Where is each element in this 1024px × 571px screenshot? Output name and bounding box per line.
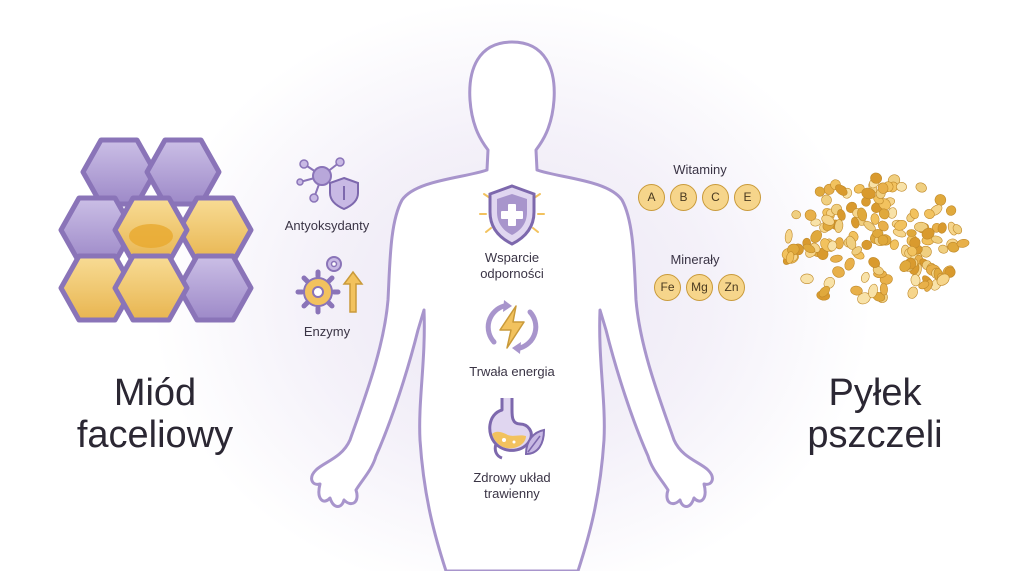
pollen-granule <box>947 241 960 253</box>
pollen-granule <box>818 285 830 298</box>
pollen-granule <box>832 266 845 278</box>
pollen-granule <box>868 283 878 299</box>
pollen-granule <box>938 244 949 254</box>
pollen-granule <box>909 208 919 219</box>
left-product-line1: Miód <box>113 372 197 414</box>
minerals-label: Minerały <box>670 252 720 267</box>
benefit-enzymes-label: Enzymy <box>303 324 351 339</box>
pollen-granule <box>804 209 817 221</box>
pollen-granule <box>851 217 860 229</box>
pollen-granule <box>945 205 957 216</box>
stomach-leaf-icon <box>488 398 546 460</box>
benefit-immunity-line1: Wsparcie <box>484 250 540 265</box>
pollen-granule <box>827 240 838 252</box>
pollen-granule <box>872 266 884 276</box>
pollen-granule <box>877 220 889 232</box>
pollen-granule <box>956 239 970 248</box>
pollen-granule <box>861 187 876 200</box>
pollen-granule <box>861 239 873 250</box>
pollen-granule <box>810 218 821 227</box>
pollen-granule <box>814 186 825 197</box>
left-product-line2: faceliowy <box>76 414 234 456</box>
pollen-granule <box>906 229 917 237</box>
pollen-granule <box>921 227 935 240</box>
pollen-granule <box>934 194 947 206</box>
pollen-granule <box>889 239 899 250</box>
vitamins-badge-e: E <box>734 184 761 211</box>
benefit-digestion-label: Zdrowy układ trawienny <box>447 470 577 502</box>
pollen-granule <box>870 172 882 184</box>
pollen-granule <box>918 280 930 290</box>
left-product-title: Miód faceliowy <box>40 372 270 456</box>
bee-pollen-icon <box>781 172 970 305</box>
pollen-granule <box>952 224 963 235</box>
pollen-granule <box>830 254 843 263</box>
pollen-granule <box>896 181 907 192</box>
lightning-cycle-icon <box>485 300 539 354</box>
pollen-granule <box>791 210 801 220</box>
pollen-granule <box>899 260 911 272</box>
pollen-granule <box>860 271 870 283</box>
pollen-granule <box>877 182 889 194</box>
shield-cross-icon <box>479 184 545 246</box>
pollen-granule <box>907 286 918 299</box>
vitamins-badge-c: C <box>702 184 729 211</box>
benefit-energy-label: Trwała energia <box>469 364 555 379</box>
gears-arrow-icon <box>295 256 364 315</box>
minerals-badge-mg: Mg <box>686 274 713 301</box>
minerals-badge-fe: Fe <box>654 274 681 301</box>
pollen-granule <box>907 246 918 257</box>
vitamins-badge-b: B <box>670 184 697 211</box>
pollen-granule <box>894 219 908 231</box>
pollen-granule <box>937 222 947 234</box>
pollen-granule <box>853 184 865 194</box>
molecule-shield-icon <box>296 157 359 210</box>
minerals-badge-zn: Zn <box>718 274 745 301</box>
pollen-granule <box>821 214 835 226</box>
pollen-granule <box>850 285 863 296</box>
pollen-granule <box>868 257 880 268</box>
pollen-granule <box>837 209 846 221</box>
benefit-digestion-line1: Zdrowy układ <box>473 470 551 485</box>
honeycomb-icon <box>58 137 254 323</box>
pollen-granule <box>878 208 890 220</box>
pollen-granule <box>877 234 889 246</box>
pollen-granule <box>835 184 848 196</box>
pollen-granule <box>857 207 868 222</box>
pollen-granule <box>803 243 816 254</box>
pollen-granule <box>870 213 880 225</box>
pollen-granule <box>879 282 888 296</box>
pollen-granule <box>844 257 855 271</box>
vitamins-badge-a: A <box>638 184 665 211</box>
pollen-granule <box>800 273 814 285</box>
right-product-title: Pyłek pszczeli <box>770 372 980 456</box>
benefit-immunity-line2: odporności <box>480 266 544 281</box>
pollen-granule <box>786 251 795 264</box>
right-product-line1: Pyłek <box>828 372 922 414</box>
pollen-granule <box>810 230 823 243</box>
benefit-immunity-label: Wsparcie odporności <box>452 250 572 282</box>
vitamins-label: Witaminy <box>673 162 727 177</box>
pollen-granule <box>924 209 935 219</box>
pollen-granule <box>821 194 832 206</box>
pollen-granule <box>936 273 950 286</box>
pollen-granule <box>863 220 876 232</box>
right-product-line2: pszczeli <box>807 414 943 456</box>
pollen-granule <box>915 182 927 193</box>
pollen-granule <box>784 229 793 244</box>
pollen-granule <box>910 274 921 287</box>
pollen-granule <box>851 246 863 256</box>
benefit-antioxidants-label: Antyoksydanty <box>284 218 370 233</box>
benefit-digestion-line2: trawienny <box>484 486 540 501</box>
